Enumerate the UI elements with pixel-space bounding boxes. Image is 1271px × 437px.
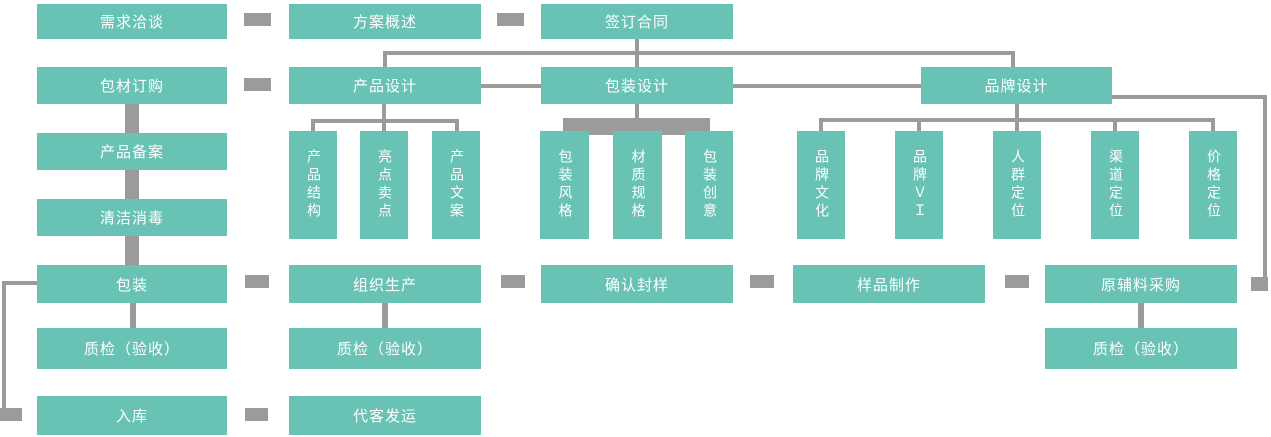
node-package-design: 包装设计 [541, 67, 733, 104]
node-warehousing: 入库 [37, 396, 227, 435]
node-product-design: 产品设计 [289, 67, 481, 104]
stub-production-to-qc [382, 303, 388, 329]
node-sample-making: 样品制作 [793, 265, 985, 303]
node-audience-positioning: 人群定位 [993, 131, 1041, 239]
line-left-edge-horizontal [2, 281, 37, 285]
line-drop-brand-design [1011, 55, 1015, 67]
line-design-distribution [383, 51, 1015, 55]
node-product-structure: 产品结构 [289, 131, 337, 239]
connector-sample-making-to-raw-purchase [1005, 275, 1029, 288]
node-plan-overview: 方案概述 [289, 4, 481, 39]
connector-plan-to-contract [497, 13, 524, 26]
line-drop-price [1211, 122, 1215, 132]
node-packing: 包装 [37, 265, 227, 303]
connector-demand-to-plan [244, 13, 271, 26]
connector-production-to-sample-confirm [501, 275, 525, 288]
line-drop-product-copy [455, 123, 459, 132]
connector-packing-to-production [245, 275, 269, 288]
node-packaging-material-order: 包材订购 [37, 67, 227, 104]
line-brand-design-down [1015, 104, 1019, 119]
node-cleaning-disinfection: 清洁消毒 [37, 199, 227, 236]
node-raw-material-purchase: 原辅料采购 [1045, 265, 1237, 303]
bar-package-children [563, 118, 710, 135]
node-brand-culture: 品牌文化 [797, 131, 845, 239]
line-right-edge-down [1263, 95, 1267, 281]
line-package-to-brand-link [733, 84, 921, 88]
node-highlight-selling-points: 亮点卖点 [360, 131, 408, 239]
line-brand-children [819, 118, 1215, 122]
node-organize-production: 组织生产 [289, 265, 481, 303]
line-drop-brand-culture [819, 122, 823, 132]
connector-material-to-product-design [244, 78, 271, 91]
node-qc-production: 质检（验收） [289, 328, 481, 369]
line-drop-audience [1015, 122, 1019, 132]
node-qc-raw-material: 质检（验收） [1045, 328, 1237, 369]
node-price-positioning: 价格定位 [1189, 131, 1237, 239]
node-qc-packing: 质检（验收） [37, 328, 227, 369]
node-product-filing: 产品备案 [37, 133, 227, 170]
node-sign-contract: 签订合同 [541, 4, 733, 39]
line-product-to-package-link [481, 84, 541, 88]
node-package-style: 包装风格 [540, 131, 589, 239]
node-package-creativity: 包装创意 [685, 131, 733, 239]
node-channel-positioning: 渠道定位 [1091, 131, 1139, 239]
stub-packing-to-qc [130, 303, 136, 329]
stub-raw-purchase-to-qc [1138, 303, 1144, 329]
connector-left-to-warehousing [0, 408, 22, 421]
node-consignment-shipping: 代客发运 [289, 396, 481, 435]
line-product-children [311, 119, 459, 123]
node-demand-negotiation: 需求洽谈 [37, 4, 227, 39]
line-left-edge-down [2, 281, 6, 421]
line-drop-product-structure [311, 123, 315, 132]
node-material-specification: 材质规格 [613, 131, 662, 239]
line-brand-right [1112, 95, 1267, 99]
stub-filing-to-cleaning [125, 170, 139, 200]
node-confirm-sealed-sample: 确认封样 [541, 265, 733, 303]
line-package-design-down [635, 104, 639, 119]
line-product-design-down [382, 104, 386, 120]
connector-warehousing-to-shipping [245, 408, 268, 421]
line-drop-product-design [383, 55, 387, 67]
line-drop-brand-vi [917, 122, 921, 132]
line-drop-channel [1113, 122, 1117, 132]
connector-right-to-raw-purchase [1251, 277, 1268, 291]
node-product-copywriting: 产品文案 [432, 131, 480, 239]
connector-sample-confirm-to-sample-making [750, 275, 774, 288]
node-brand-vi: 品牌ＶＩ [895, 131, 943, 239]
stub-cleaning-to-packing [125, 236, 139, 266]
stub-material-to-filing [125, 104, 139, 134]
line-drop-selling-points [382, 123, 386, 132]
node-brand-design: 品牌设计 [921, 67, 1112, 104]
